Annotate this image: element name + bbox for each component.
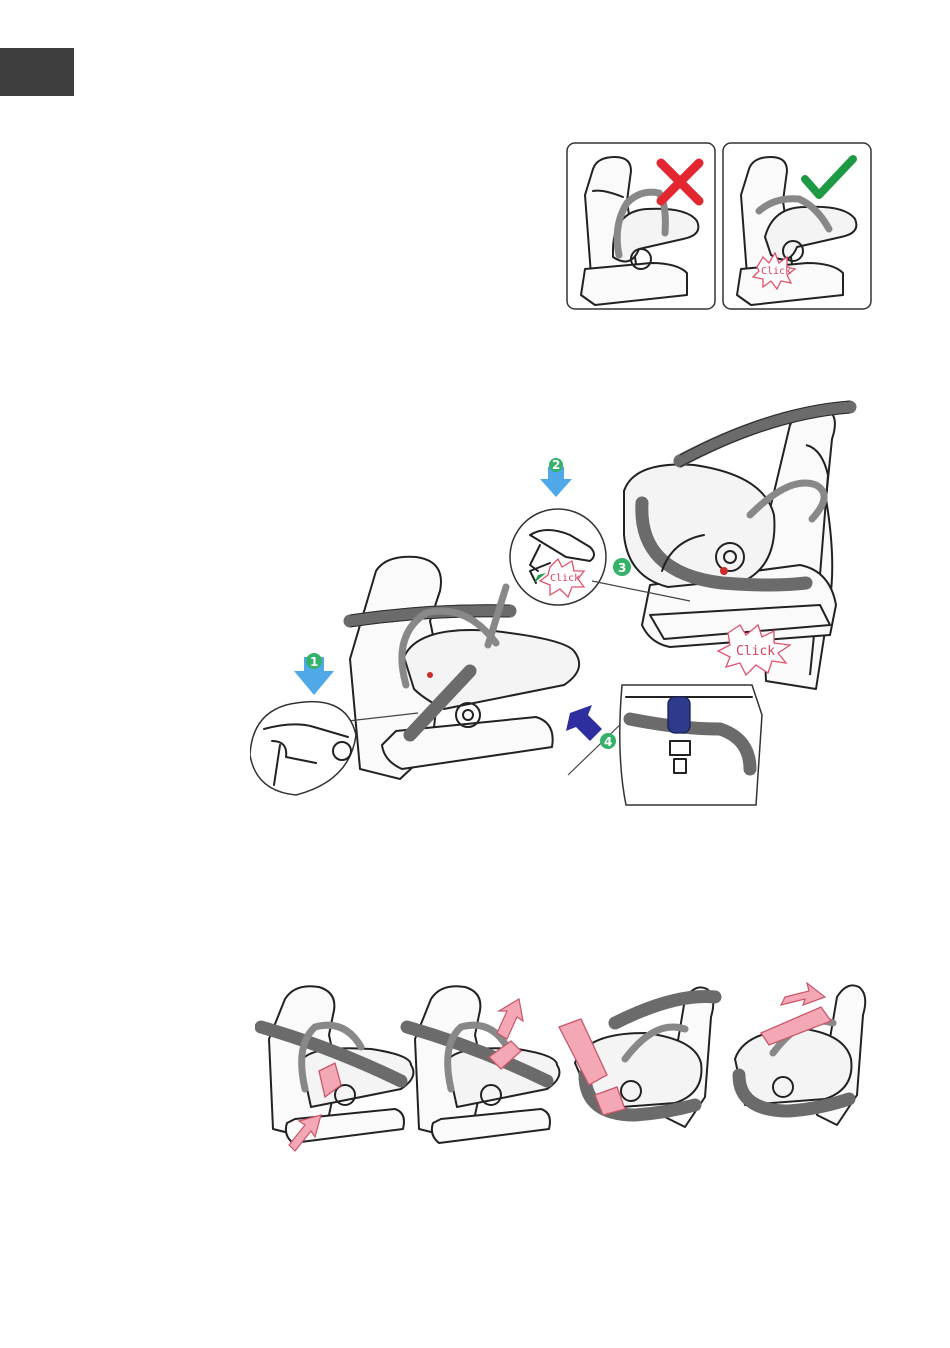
step-3-marker: 3 xyxy=(613,558,631,576)
svg-text:Click: Click xyxy=(550,573,580,584)
belt-tightening-steps-figure xyxy=(255,975,875,1153)
base-installation-figure: Click Click 2 3 xyxy=(250,395,865,807)
correct-position-panel: Click xyxy=(723,143,871,309)
wrong-position-panel xyxy=(567,143,715,309)
svg-text:4: 4 xyxy=(604,735,612,749)
step-1-down-arrow: 1 xyxy=(294,653,334,695)
belt-routing-detail xyxy=(620,685,762,805)
belt-step-2-panel xyxy=(407,986,559,1143)
chapter-tab-marker xyxy=(0,48,74,96)
svg-text:3: 3 xyxy=(618,561,626,575)
belt-step-4-panel xyxy=(735,983,865,1125)
base-latch-detail-zoom xyxy=(250,702,356,795)
belt-step-3-panel xyxy=(559,987,715,1127)
handle-position-figure: Click xyxy=(565,141,873,313)
svg-text:2: 2 xyxy=(552,458,560,472)
step-2-down-arrow: 2 xyxy=(540,458,572,497)
step-4-diagonal-arrow: 4 xyxy=(566,705,616,749)
belt-step-1-panel xyxy=(261,986,413,1151)
click-label: Click xyxy=(761,266,791,277)
svg-text:Click: Click xyxy=(736,644,775,659)
carrier-installed-illustration: Click xyxy=(624,401,850,689)
svg-text:1: 1 xyxy=(310,655,318,669)
